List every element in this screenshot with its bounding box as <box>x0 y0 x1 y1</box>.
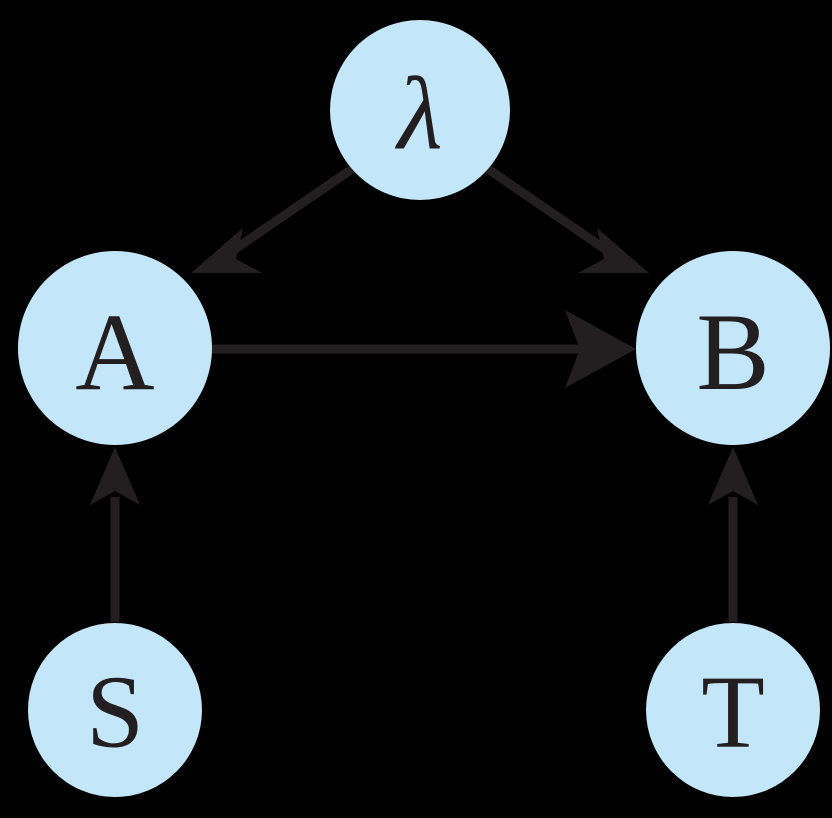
node-A[interactable]: A <box>18 251 212 445</box>
edge-lambda-to-B-arrowhead <box>578 228 649 273</box>
node-T[interactable]: T <box>646 623 820 797</box>
node-lambda-label: λ <box>394 57 442 172</box>
node-S-circle <box>28 623 202 797</box>
edge-lambda-to-A-arrowhead <box>191 228 262 273</box>
edge-S-to-A-arrowhead <box>90 447 140 505</box>
edge-lambda-to-B-shaft <box>485 165 621 262</box>
node-lambda-circle <box>330 20 510 200</box>
node-A-circle <box>18 251 212 445</box>
node-A-label: A <box>75 291 154 413</box>
edge-lambda-to-A-shaft <box>219 165 355 262</box>
edge-A-to-B[interactable] <box>208 310 636 388</box>
node-S-label: S <box>86 655 144 770</box>
edge-T-to-B-arrowhead <box>708 447 758 505</box>
node-S[interactable]: S <box>28 623 202 797</box>
node-B-label: B <box>696 291 769 413</box>
edge-S-to-A[interactable] <box>90 447 140 622</box>
node-lambda[interactable]: λ <box>330 20 510 200</box>
node-B[interactable]: B <box>636 251 830 445</box>
edge-A-to-B-arrowhead <box>565 310 636 388</box>
node-B-circle <box>636 251 830 445</box>
node-layer: λ A B S T <box>18 20 830 797</box>
node-T-circle <box>646 623 820 797</box>
edge-layer <box>90 165 758 622</box>
node-T-label: T <box>701 655 765 770</box>
edge-lambda-to-A[interactable] <box>191 165 355 273</box>
edge-lambda-to-B[interactable] <box>485 165 649 273</box>
edge-T-to-B[interactable] <box>708 447 758 622</box>
